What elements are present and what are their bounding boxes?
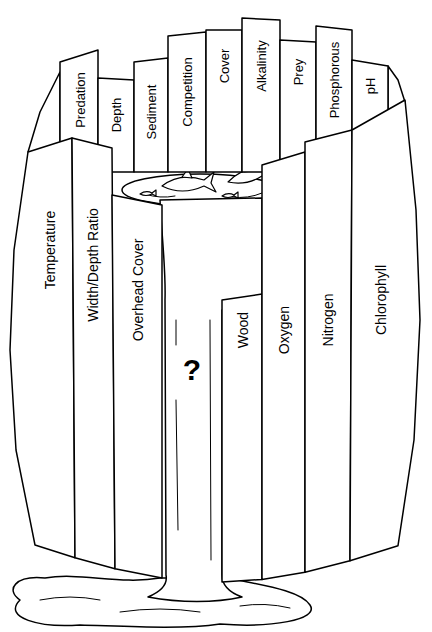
stave-label: Prey <box>292 59 305 86</box>
barrel-stave: Competition <box>168 32 206 172</box>
barrel-stave: Cover <box>206 30 242 172</box>
stave-outline <box>72 138 115 569</box>
barrel-stave: Overhead Cover <box>112 195 162 578</box>
stave-shape <box>168 32 206 172</box>
barrel-stave: Wood <box>222 294 262 582</box>
stave-label: Alkalinity <box>255 40 268 91</box>
question-mark: ? <box>183 355 201 385</box>
flow-line <box>210 320 211 560</box>
flow-line <box>176 400 178 530</box>
barrel-stave: Nitrogen <box>305 130 352 572</box>
stave-label: pH <box>364 78 377 95</box>
stave-shape <box>222 294 262 582</box>
stave-shape <box>350 100 420 561</box>
barrel-stave: Width/Depth Ratio <box>72 138 115 569</box>
water-stream <box>148 198 262 602</box>
stave-label: Sediment <box>145 85 158 140</box>
stave-shape <box>72 138 115 569</box>
stave-label: Chlorophyll <box>374 265 388 335</box>
stave-label: Phosphorous <box>328 42 341 119</box>
stave-label: Nitrogen <box>321 294 335 347</box>
barrel-stave: Chlorophyll <box>350 100 420 561</box>
side-stave <box>28 72 60 152</box>
barrel-stave: Oxygen <box>262 152 305 579</box>
barrel-stave: Temperature <box>10 138 75 558</box>
flow-line <box>176 320 177 345</box>
stave-shape <box>206 30 242 172</box>
ripple <box>240 604 290 608</box>
stave-outline <box>262 152 305 579</box>
ripple <box>40 597 100 600</box>
small-fish <box>140 190 156 196</box>
barrel-stave: Alkalinity <box>242 18 280 172</box>
stave-outline <box>305 130 352 572</box>
stave-label: Oxygen <box>277 306 291 354</box>
water-puddle <box>13 576 311 627</box>
stave-label: Wood <box>236 312 250 348</box>
barrel-stave: Sediment <box>134 58 168 172</box>
small-fish <box>222 192 238 198</box>
stave-label: Temperature <box>43 211 57 290</box>
stave-shape <box>112 195 162 578</box>
stave-shape <box>242 18 280 172</box>
stave-shape <box>262 152 305 579</box>
stave-shape <box>305 130 352 572</box>
stave-shape <box>10 138 75 558</box>
stave-label: Cover <box>218 49 231 84</box>
stave-outline <box>10 138 75 558</box>
stave-shape <box>134 58 168 172</box>
ripple <box>120 609 200 612</box>
stave-label: Predation <box>74 72 87 128</box>
stave-label: Width/Depth Ratio <box>86 208 100 322</box>
stave-label: Competition <box>181 57 194 126</box>
stave-label: Overhead Cover <box>131 239 145 342</box>
stave-label: Depth <box>110 98 123 133</box>
